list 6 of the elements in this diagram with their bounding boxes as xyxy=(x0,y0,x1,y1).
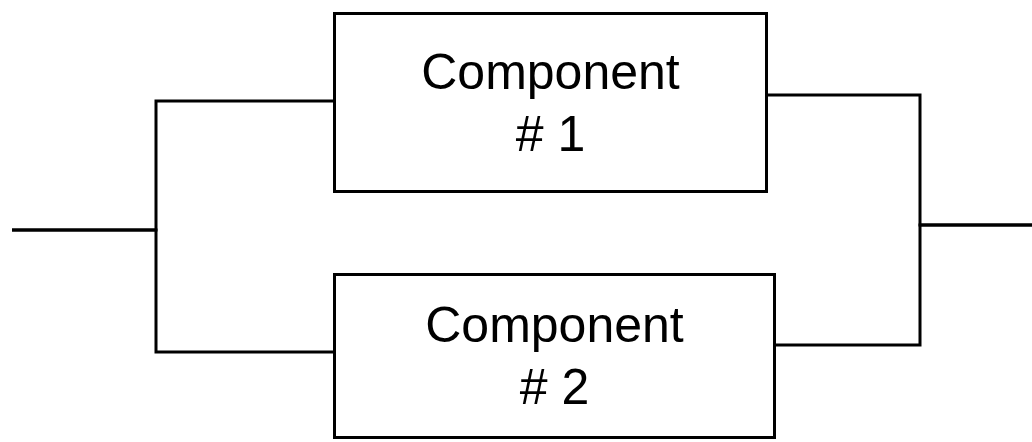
component-box xyxy=(333,12,768,193)
component-label: Component # 2 xyxy=(424,296,685,417)
connector-line xyxy=(12,228,333,354)
connector-line xyxy=(776,223,1032,347)
component-box xyxy=(333,273,776,439)
component-label: Component # 1 xyxy=(420,42,681,164)
